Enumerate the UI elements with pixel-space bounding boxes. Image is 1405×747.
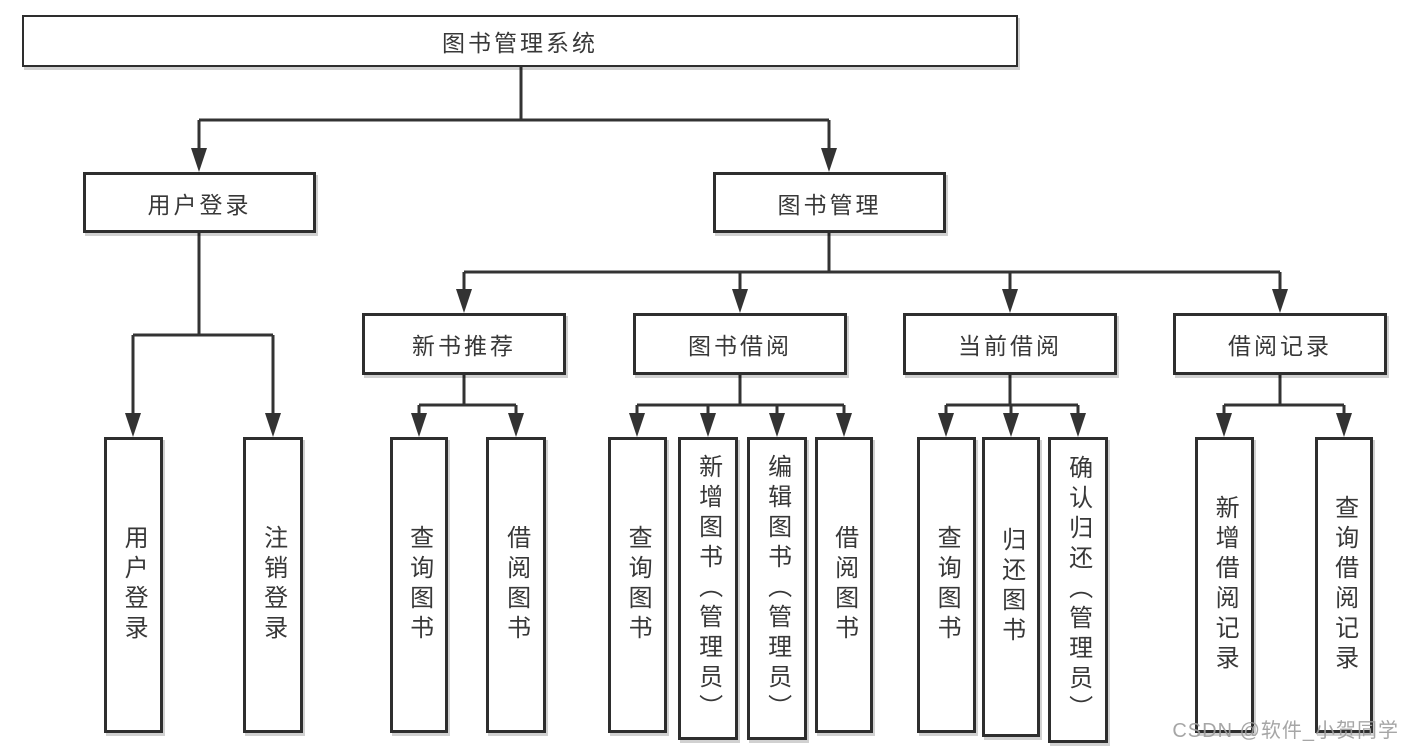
node-leaf-borrow-books-recommend-label: 借阅图书	[502, 525, 530, 645]
node-borrow-records: 借阅记录	[1173, 313, 1387, 375]
node-current-borrow: 当前借阅	[903, 313, 1117, 375]
node-leaf-add-borrow-record: 新增借阅记录	[1195, 437, 1254, 733]
node-leaf-add-book-admin: 新增图书（管理员）	[678, 437, 738, 740]
node-leaf-confirm-return-admin-label: 确认归还（管理员）	[1064, 455, 1092, 725]
node-book-management-label: 图书管理	[777, 191, 882, 218]
node-leaf-query-borrow-record-label: 查询借阅记录	[1330, 495, 1358, 675]
node-leaf-query-borrow-record: 查询借阅记录	[1315, 437, 1373, 733]
connector-new-book-recommend-to-leaves	[417, 375, 518, 417]
node-leaf-borrow-books-label: 借阅图书	[830, 525, 858, 645]
node-current-borrow-label: 当前借阅	[958, 333, 1062, 359]
node-leaf-edit-book-admin: 编辑图书（管理员）	[747, 437, 807, 740]
node-book-management: 图书管理	[713, 172, 946, 233]
node-borrow-records-label: 借阅记录	[1228, 333, 1332, 359]
node-leaf-query-books-borrow: 查询图书	[608, 437, 667, 733]
node-root-label: 图书管理系统	[442, 30, 598, 56]
node-leaf-add-book-admin-label: 新增图书（管理员）	[694, 453, 722, 724]
node-leaf-query-books-current: 查询图书	[917, 437, 976, 733]
node-new-book-recommend-label: 新书推荐	[412, 333, 516, 359]
node-user-login-label: 用户登录	[147, 191, 252, 218]
node-leaf-query-books-recommend: 查询图书	[390, 437, 448, 733]
node-leaf-query-books-current-label: 查询图书	[933, 525, 961, 645]
node-leaf-add-borrow-record-label: 新增借阅记录	[1211, 495, 1239, 675]
connector-current-borrow-to-leaves	[944, 375, 1080, 417]
node-book-borrow-label: 图书借阅	[688, 333, 792, 359]
node-leaf-confirm-return-admin: 确认归还（管理员）	[1048, 437, 1108, 743]
node-leaf-logout-label: 注销登录	[259, 525, 287, 645]
node-leaf-query-books-borrow-label: 查询图书	[624, 525, 652, 645]
node-root-system: 图书管理系统	[22, 15, 1018, 67]
node-leaf-borrow-books: 借阅图书	[815, 437, 873, 733]
node-leaf-logout: 注销登录	[243, 437, 303, 733]
node-leaf-user-login-label: 用户登录	[120, 525, 148, 645]
node-new-book-recommend: 新书推荐	[362, 313, 566, 375]
connector-book-management-to-level3	[462, 233, 1282, 293]
connector-root-to-level2	[197, 67, 831, 152]
node-user-login: 用户登录	[83, 172, 316, 233]
connector-book-borrow-to-leaves	[635, 375, 846, 417]
node-leaf-query-books-recommend-label: 查询图书	[405, 525, 433, 645]
node-leaf-borrow-books-recommend: 借阅图书	[486, 437, 546, 733]
node-leaf-edit-book-admin-label: 编辑图书（管理员）	[763, 453, 791, 724]
connector-borrow-records-to-leaves	[1222, 375, 1346, 417]
node-book-borrow: 图书借阅	[633, 313, 847, 375]
node-leaf-user-login: 用户登录	[104, 437, 163, 733]
connector-user-login-to-leaves	[131, 233, 275, 417]
node-leaf-return-book-label: 归还图书	[997, 527, 1025, 647]
node-leaf-return-book: 归还图书	[982, 437, 1040, 737]
